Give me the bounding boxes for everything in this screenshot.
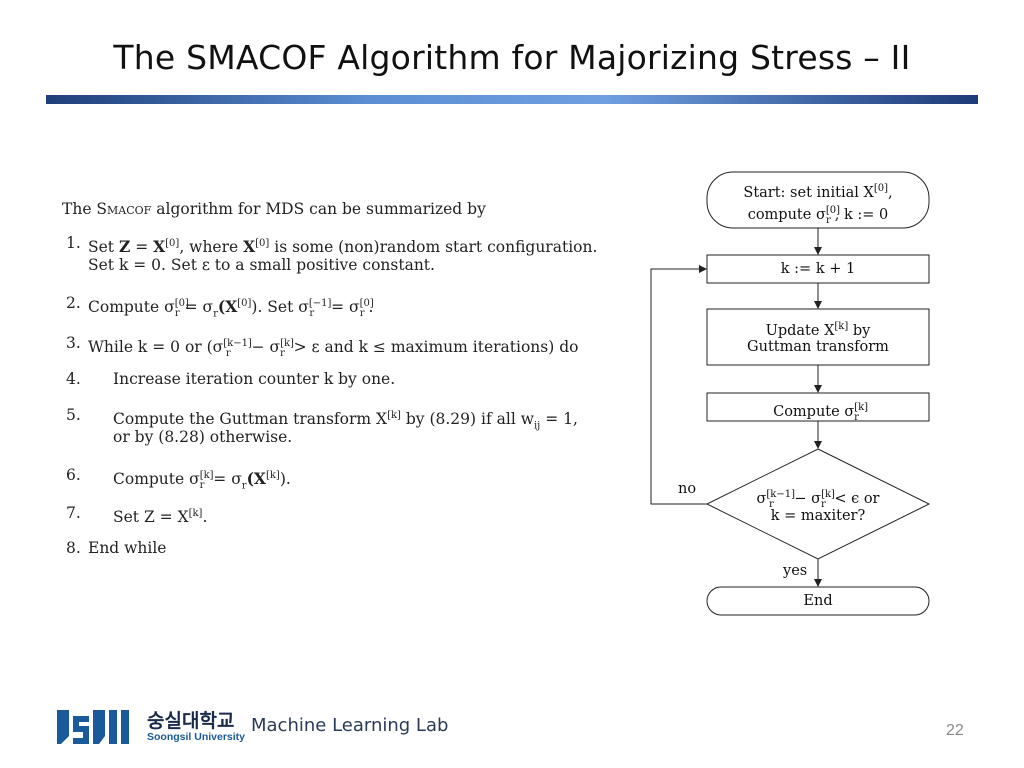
flow-update-line1: Update X[k] by bbox=[765, 321, 871, 339]
slide-title: The SMACOF Algorithm for Majorizing Stre… bbox=[113, 38, 911, 77]
flow-end-box bbox=[706, 586, 930, 616]
algorithm-intro: The Smacof algorithm for MDS can be summ… bbox=[62, 200, 486, 218]
flow-update-line2: Guttman transform bbox=[747, 339, 889, 355]
flowchart-shapes bbox=[650, 171, 931, 616]
flow-no-label: no bbox=[678, 481, 697, 497]
flow-increment-label: k := k + 1 bbox=[780, 261, 856, 277]
page-number: 22 bbox=[946, 722, 964, 739]
flow-end-label: End bbox=[803, 593, 833, 609]
flowchart: Start: set initial X[0], compute σ[0]r, … bbox=[640, 165, 940, 625]
university-name-english: Soongsil University bbox=[147, 731, 246, 743]
flow-compute-label: Compute σ[k]r bbox=[773, 402, 869, 423]
university-name-korean: 숭실대학교 bbox=[147, 710, 235, 732]
flow-update-box bbox=[706, 308, 930, 366]
lab-name: Machine Learning Lab bbox=[251, 715, 449, 736]
flow-decision-line2: k = maxiter? bbox=[770, 508, 866, 524]
flow-decision-line1: σ[k−1]r − σ[k]r < ϵ or bbox=[756, 489, 880, 510]
flow-arrow-no-loop bbox=[650, 265, 707, 505]
flow-yes-label: yes bbox=[783, 563, 808, 579]
smacof-name: Smacof bbox=[96, 200, 152, 218]
flow-increment-box bbox=[706, 254, 930, 284]
flow-start-line1: Start: set initial X[0], bbox=[743, 183, 893, 201]
flow-start-line2: compute σ[0]r, k := 0 bbox=[747, 205, 889, 226]
soongsil-logo-icon bbox=[57, 710, 129, 744]
title-underline-bar bbox=[46, 95, 978, 104]
